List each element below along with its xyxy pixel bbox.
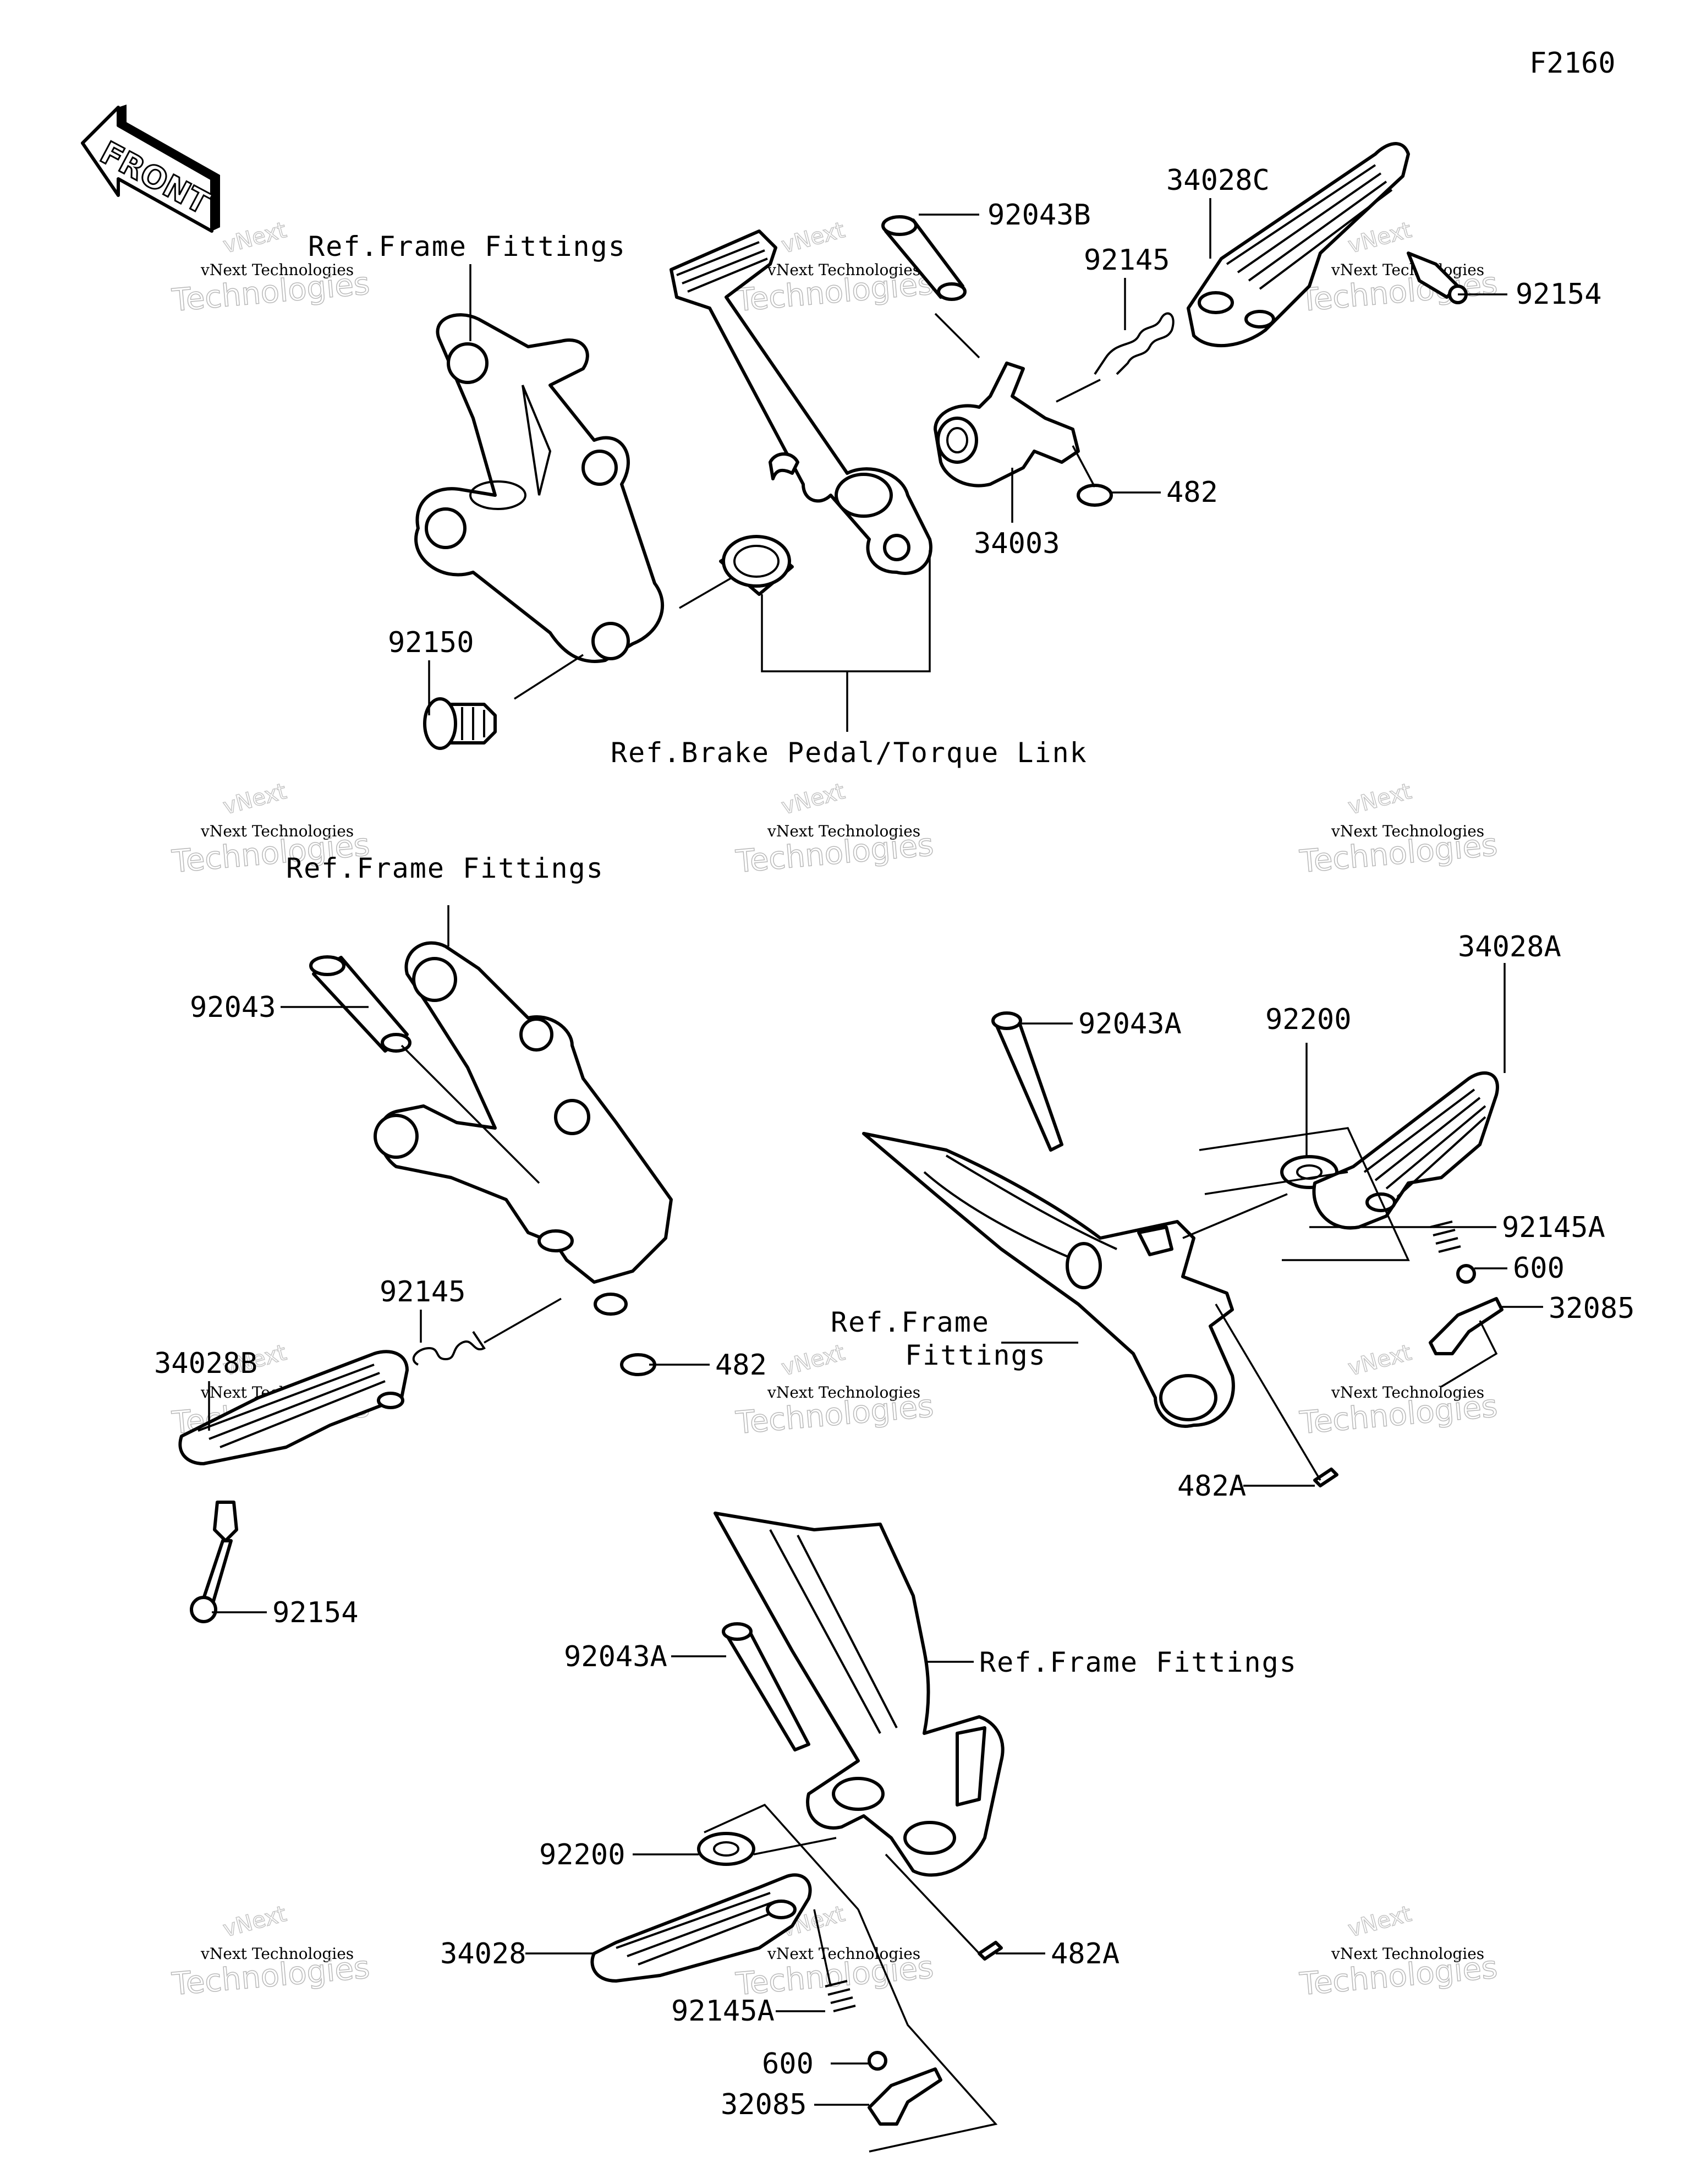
bolt-92150 bbox=[423, 697, 497, 750]
svg-text:vNext Technologies: vNext Technologies bbox=[1331, 1945, 1484, 1963]
svg-text:vNext: vNext bbox=[1346, 1901, 1414, 1942]
svg-text:vNext Technologies: vNext Technologies bbox=[200, 822, 354, 840]
label-92154-lower: 92154 bbox=[272, 1596, 359, 1629]
svg-text:vNext Technologies: vNext Technologies bbox=[1331, 261, 1484, 279]
footpeg-34028B bbox=[178, 1350, 409, 1465]
washer-92200-lower bbox=[697, 1832, 755, 1866]
label-92150: 92150 bbox=[388, 626, 474, 659]
ball-600-lower bbox=[868, 2051, 887, 2071]
bracket-34003 bbox=[934, 362, 1080, 488]
label-34003: 34003 bbox=[974, 527, 1060, 560]
ref-frame-fittings-1: Ref.Frame Fittings bbox=[308, 231, 626, 262]
svg-text:vNext: vNext bbox=[779, 779, 848, 820]
label-92145A-upper: 92145A bbox=[1502, 1211, 1605, 1244]
svg-text:vNext Technologies: vNext Technologies bbox=[200, 261, 354, 279]
svg-text:vNext: vNext bbox=[779, 1340, 848, 1381]
svg-text:vNext: vNext bbox=[779, 217, 848, 259]
watermark-10: vNext vNext Technologies Technologies bbox=[170, 1901, 372, 2003]
bracket-box-upper-right bbox=[1199, 1127, 1498, 1388]
watermark-5: vNext vNext Technologies Technologies bbox=[734, 778, 936, 880]
label-92043A-lower: 92043A bbox=[564, 1640, 667, 1673]
watermark-12: vNext vNext Technologies Technologies bbox=[1298, 1901, 1500, 2003]
spring-92145A-lower bbox=[825, 1980, 856, 2012]
circlip-482A-lower bbox=[978, 1941, 1003, 1961]
pin-92043B bbox=[881, 215, 967, 301]
bushing bbox=[719, 535, 794, 596]
svg-text:vNext: vNext bbox=[221, 1901, 289, 1942]
brake-pedal bbox=[670, 229, 932, 575]
label-92043B: 92043B bbox=[987, 199, 1091, 232]
pin-92043 bbox=[309, 955, 411, 1053]
label-92043A-upper: 92043A bbox=[1078, 1008, 1182, 1041]
pin-92043A-upper bbox=[991, 1011, 1063, 1152]
ref-brake-pedal: Ref.Brake Pedal/Torque Link bbox=[611, 737, 1088, 769]
ref-frame-fittings-2: Ref.Frame Fittings bbox=[286, 852, 604, 884]
ball-600-upper bbox=[1456, 1264, 1476, 1284]
svg-text:vNext Technologies: vNext Technologies bbox=[1331, 1383, 1484, 1402]
label-92200-lower: 92200 bbox=[539, 1838, 625, 1871]
label-32085-upper: 32085 bbox=[1549, 1292, 1635, 1325]
frame-bracket-right bbox=[862, 1132, 1235, 1428]
frame-bracket-upper bbox=[414, 313, 665, 663]
spring-92145-left bbox=[412, 1331, 486, 1366]
watermark-6: vNext vNext Technologies Technologies bbox=[1298, 778, 1500, 880]
svg-text:vNext Technologies: vNext Technologies bbox=[200, 1945, 354, 1963]
svg-text:vNext Technologies: vNext Technologies bbox=[767, 261, 920, 279]
label-600-lower: 600 bbox=[762, 2048, 814, 2081]
svg-text:vNext Technologies: vNext Technologies bbox=[767, 1945, 920, 1963]
footpeg-34028A bbox=[1312, 1071, 1499, 1230]
spring-92145 bbox=[1094, 312, 1175, 375]
footpeg-34028 bbox=[590, 1873, 812, 1983]
label-34028B: 34028B bbox=[154, 1347, 257, 1380]
pin-92043A-lower bbox=[722, 1622, 810, 1751]
svg-text:vNext: vNext bbox=[221, 779, 289, 820]
label-32085-lower: 32085 bbox=[721, 2088, 807, 2121]
svg-text:vNext: vNext bbox=[1346, 1340, 1414, 1381]
detent-32085-lower bbox=[868, 2067, 942, 2126]
label-482A-upper: 482A bbox=[1177, 1470, 1246, 1503]
label-482-left: 482 bbox=[715, 1349, 767, 1382]
screw-92154-lower bbox=[190, 1501, 238, 1623]
watermark-9: vNext vNext Technologies Technologies bbox=[1298, 1339, 1500, 1442]
svg-text:vNext Technologies: vNext Technologies bbox=[767, 822, 920, 840]
label-34028: 34028 bbox=[440, 1937, 526, 1970]
label-92145A-lower: 92145A bbox=[671, 1995, 775, 2028]
diagram-id: F2160 bbox=[1529, 47, 1616, 80]
label-92154-upper: 92154 bbox=[1516, 278, 1602, 311]
ref-frame-fittings-3b: Fittings bbox=[905, 1339, 1046, 1371]
label-34028C: 34028C bbox=[1166, 164, 1270, 197]
label-92145-upper: 92145 bbox=[1084, 244, 1170, 277]
svg-text:vNext Technologies: vNext Technologies bbox=[1331, 822, 1484, 840]
label-482-upper: 482 bbox=[1166, 476, 1218, 509]
bracket-box-lower bbox=[704, 1803, 998, 2153]
circlip-482-upper bbox=[1077, 484, 1113, 507]
svg-text:vNext: vNext bbox=[1346, 779, 1414, 820]
ref-frame-fittings-4: Ref.Frame Fittings bbox=[979, 1646, 1297, 1678]
watermark-4: vNext vNext Technologies Technologies bbox=[170, 778, 372, 880]
label-92043: 92043 bbox=[190, 991, 276, 1024]
frame-bracket-left bbox=[374, 941, 673, 1316]
label-92145-left: 92145 bbox=[380, 1276, 466, 1309]
label-92200-upper: 92200 bbox=[1265, 1003, 1352, 1036]
svg-text:vNext Technologies: vNext Technologies bbox=[767, 1383, 920, 1402]
spring-92145A-upper bbox=[1430, 1220, 1461, 1253]
frame-bracket-lower bbox=[714, 1512, 1005, 1877]
label-34028A: 34028A bbox=[1458, 930, 1561, 964]
footpeg-34028C bbox=[1187, 142, 1410, 348]
detent-32085-upper bbox=[1429, 1297, 1504, 1355]
front-arrow-icon: FRONT bbox=[81, 105, 220, 233]
svg-text:vNext: vNext bbox=[1346, 217, 1414, 259]
label-600-upper: 600 bbox=[1513, 1252, 1565, 1285]
circlip-482A-upper bbox=[1313, 1468, 1338, 1487]
svg-text:vNext: vNext bbox=[221, 217, 289, 259]
leader-lines bbox=[208, 198, 1543, 2106]
ref-frame-fittings-3a: Ref.Frame bbox=[831, 1306, 990, 1338]
label-482A-lower: 482A bbox=[1051, 1937, 1120, 1970]
